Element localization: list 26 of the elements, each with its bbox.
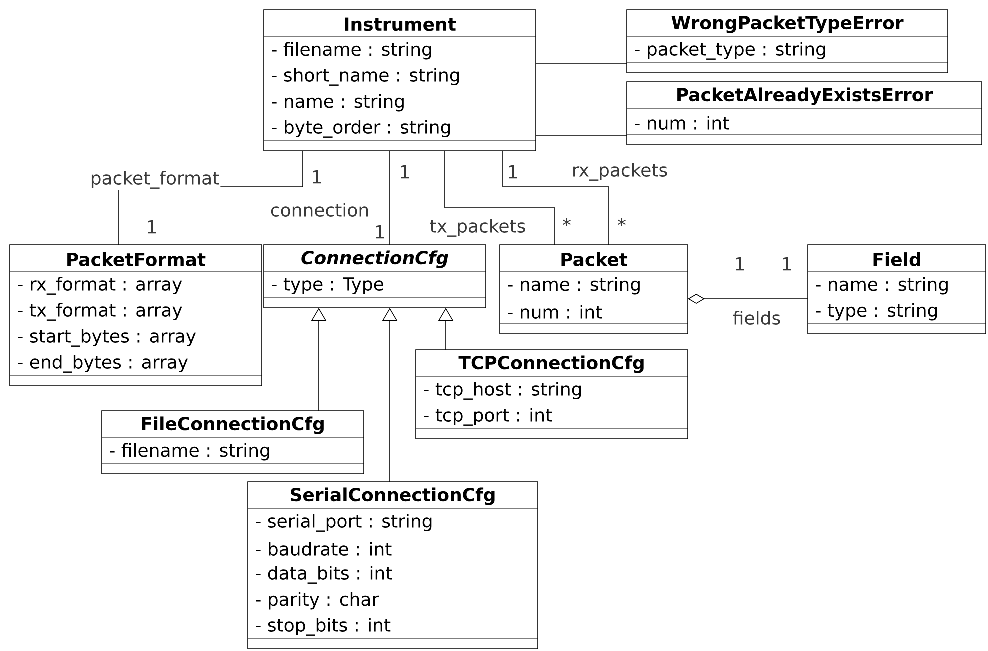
edge-label: tx_packets [428, 218, 528, 238]
multiplicity-label: * [618, 218, 626, 227]
connector [444, 150, 556, 246]
class-box: SerialConnectionCfg - serial_port : string - baudrate : int - data_bits : int - parity : char - stop_bits : int [248, 482, 538, 650]
multiplicity-label: 1 [783, 257, 792, 271]
class-box: Instrument - filename : string - short_name : string - name : string - byte_order : string [264, 10, 536, 152]
multiplicity-label: * [563, 218, 571, 227]
edge-label: connection [269, 202, 371, 218]
multiplicity-label: 1 [509, 165, 518, 179]
multiplicity-label: 1 [313, 170, 322, 184]
multiplicity-label: 1 [736, 257, 744, 271]
class-box: Field - name : string - type : string [808, 244, 986, 334]
multiplicity-label: 1 [376, 225, 384, 239]
class-box: WrongPacketTypeError - packet_type : string [626, 10, 948, 74]
class-box: PacketFormat - rx_format : array - tx_format : array - start_bytes : array - end_bytes : array [10, 244, 262, 386]
class-box: Packet - name : string - num : int [500, 244, 688, 334]
edge-label: packet_format [89, 170, 221, 190]
class-box: ConnectionCfg - type : Type [264, 244, 486, 308]
edge-label: rx_packets [570, 162, 670, 182]
connector [502, 150, 610, 246]
class-box: TCPConnectionCfg - tcp_host : string - tcp_port : int [416, 350, 688, 440]
class-box: PacketAlreadyExistsError - num : int [626, 82, 982, 146]
connector [688, 294, 808, 304]
edge-label: fields [732, 310, 782, 326]
multiplicity-label: 1 [401, 165, 410, 179]
class-box: FileConnectionCfg - filename : string [102, 410, 364, 474]
